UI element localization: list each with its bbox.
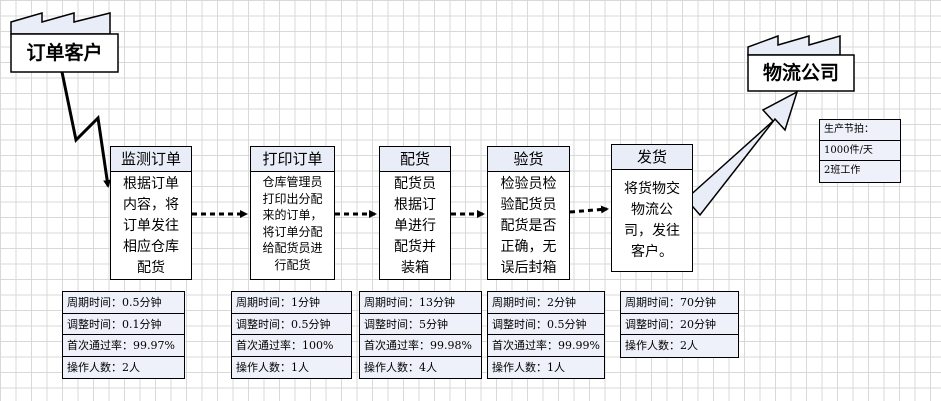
process-line: 给配货员进 [262,241,323,255]
process-box-picking: 配货 配货员 根据订 单进行 配货并 装箱 [379,146,451,280]
process-box-shipping: 发货 将货物交 物流公 司，发往 客户。 [611,144,693,272]
process-title: 验货 [488,147,569,172]
info-box-inspection: 周期时间：2分钟 调整时间：0.5分钟 首次通过率：99.99% 操作人数：1人 [487,291,605,379]
process-line: 配货员 [394,176,436,192]
info-box-monitor-order: 周期时间：0.5分钟 调整时间：0.1分钟 首次通过率：99.97% 操作人数：… [62,291,185,379]
info-row: 操作人数：2人 [621,335,738,357]
takt-row: 1000件/天 [820,140,900,161]
process-description: 根据订单 内容，将 订单发往 相应仓库 配货 [111,172,191,279]
process-description: 检验员检 验配货员 配货是否 正确，无 误后封箱 [488,172,569,279]
push-arrow-4 [569,205,609,214]
info-box-print-order: 周期时间：1分钟 调整时间：0.5分钟 首次通过率：100% 操作人数：1人 [231,291,352,379]
process-description: 仓库管理员 打印出分配 来的订单， 将订单分配 给配货员进 行配货 [251,172,334,273]
customer-label: 订单客户 [26,42,103,64]
process-title: 配货 [380,147,450,172]
info-row: 周期时间：13分钟 [360,292,481,314]
process-line: 配货并 [394,239,436,255]
process-line: 配货 [137,260,165,276]
info-row: 周期时间：0.5分钟 [63,292,184,314]
process-line: 行配货 [274,257,311,272]
electronic-info-arrow [60,71,112,188]
shipment-arrow [684,90,799,217]
process-title: 发货 [612,145,692,170]
process-line: 客户。 [631,244,673,260]
info-row: 周期时间：2分钟 [488,292,604,314]
process-line: 根据订 [394,197,436,213]
logistics-factory-icon [747,34,855,92]
info-box-shipping: 周期时间：70分钟 调整时间：20分钟 操作人数：2人 [620,291,739,358]
logistics-label: 物流公司 [762,62,839,84]
info-row: 操作人数：2人 [63,356,184,378]
process-box-monitor-order: 监测订单 根据订单 内容，将 订单发往 相应仓库 配货 [110,146,192,280]
takt-row: 生产节拍： [820,120,900,141]
info-row: 调整时间：0.1分钟 [63,313,184,335]
process-line: 误后封箱 [500,260,557,276]
process-line: 相应仓库 [123,239,179,255]
info-row: 首次通过率：100% [232,335,351,357]
process-line: 来的订单， [262,208,323,222]
process-line: 将订单分配 [262,224,323,239]
process-line: 将货物交 [624,181,680,197]
process-title: 打印订单 [251,147,334,172]
info-row: 操作人数：4人 [360,356,481,378]
process-box-print-order: 打印订单 仓库管理员 打印出分配 来的订单， 将订单分配 给配货员进 行配货 [250,146,335,280]
info-row: 首次通过率：99.97% [63,335,184,357]
process-line: 验配货员 [500,197,557,213]
info-row: 调整时间：5分钟 [360,313,481,335]
takt-box: 生产节拍： 1000件/天 2班工作 [819,119,901,183]
process-line: 检验员检 [500,176,557,192]
process-line: 单进行 [394,218,436,234]
process-line: 正确，无 [500,239,557,255]
process-line: 根据订单 [123,176,179,192]
info-row: 首次通过率：99.98% [360,335,481,357]
info-row: 操作人数：1人 [232,356,351,378]
process-box-inspection: 验货 检验员检 验配货员 配货是否 正确，无 误后封箱 [487,146,570,280]
process-description: 配货员 根据订 单进行 配货并 装箱 [380,172,450,279]
process-line: 装箱 [401,260,429,276]
info-row: 首次通过率：99.99% [488,335,604,357]
info-row: 周期时间：70分钟 [621,292,738,314]
process-line: 内容，将 [123,197,179,213]
process-line: 订单发往 [123,218,179,234]
info-row: 调整时间：0.5分钟 [488,313,604,335]
process-line: 打印出分配 [262,191,323,206]
info-row: 调整时间：0.5分钟 [232,313,351,335]
process-description: 将货物交 物流公 司，发往 客户。 [612,170,692,263]
info-row: 调整时间：20分钟 [621,313,738,335]
takt-row: 2班工作 [820,161,900,182]
process-line: 配货是否 [500,218,557,234]
customer-factory-icon [10,12,119,73]
process-line: 物流公 [631,202,673,218]
info-box-picking: 周期时间：13分钟 调整时间：5分钟 首次通过率：99.98% 操作人数：4人 [359,291,482,379]
process-title: 监测订单 [111,147,191,172]
info-row: 操作人数：1人 [488,356,604,378]
process-line: 仓库管理员 [262,175,323,189]
info-row: 周期时间：1分钟 [232,292,351,314]
process-line: 司，发往 [624,223,680,239]
